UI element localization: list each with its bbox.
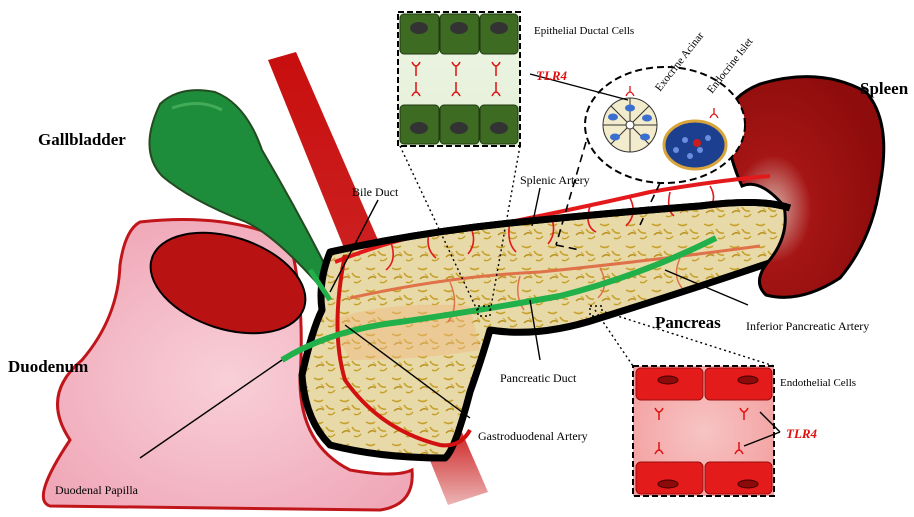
ductal-cells-bottom xyxy=(400,105,518,144)
epithelial-ductal-inset xyxy=(398,12,520,146)
gallbladder-label: Gallbladder xyxy=(38,130,126,149)
splenic-artery-label: Splenic Artery xyxy=(520,173,590,187)
tlr4-label-bottom: TLR4 xyxy=(786,426,818,441)
pancreas-label: Pancreas xyxy=(655,313,721,332)
endocrine-islet-label: Endocrine Islet xyxy=(705,36,756,96)
endothelial-inset xyxy=(633,366,774,496)
spleen-label: Spleen xyxy=(860,79,909,98)
inferior-pancreatic-artery-label: Inferior Pancreatic Artery xyxy=(746,319,869,333)
pancreatic-duct-label: Pancreatic Duct xyxy=(500,371,577,385)
ductal-cells-top xyxy=(400,14,518,54)
tlr4-label-top: TLR4 xyxy=(536,68,568,83)
bile-duct-label: Bile Duct xyxy=(352,185,399,199)
duodenal-papilla-label: Duodenal Papilla xyxy=(55,483,139,497)
endothelial-cells-label: Endothelial Cells xyxy=(780,377,856,389)
gastroduodenal-artery-label: Gastroduodenal Artery xyxy=(478,429,588,443)
duodenum-label: Duodenum xyxy=(8,357,88,376)
epithelial-ductal-cells-label: Epithelial Ductal Cells xyxy=(534,25,634,37)
